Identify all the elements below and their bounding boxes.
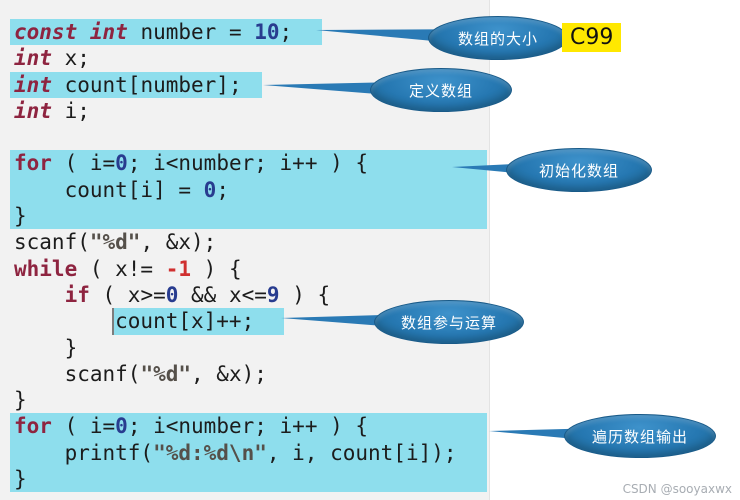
- code-text: }: [14, 467, 27, 492]
- code-block: const int number = 10;int x;int count[nu…: [0, 19, 489, 493]
- code-text: int x;: [14, 46, 90, 71]
- code-line: const int number = 10;: [0, 19, 489, 46]
- line-highlight: [10, 466, 487, 493]
- code-line: scanf("%d", &x);: [0, 361, 489, 387]
- callout-init-array: 初始化数组: [506, 148, 652, 192]
- code-text: scanf("%d", &x);: [14, 361, 267, 386]
- line-highlight: [10, 176, 487, 204]
- code-line: scanf("%d", &x);: [0, 229, 489, 255]
- code-text: scanf("%d", &x);: [14, 230, 217, 255]
- line-highlight: [10, 71, 262, 98]
- code-text: for ( i=0; i<number; i++ ) {: [14, 414, 369, 439]
- code-line: int count[number];: [0, 71, 489, 98]
- code-text: for ( i=0; i<number; i++ ) {: [14, 151, 369, 176]
- code-text: }: [14, 204, 27, 229]
- line-highlight: [112, 308, 284, 335]
- code-line: int x;: [0, 45, 489, 71]
- code-line: [0, 124, 489, 150]
- line-highlight: [10, 150, 487, 177]
- code-text: printf("%d:%d\n", i, count[i]);: [14, 440, 457, 465]
- c99-badge: C99: [562, 23, 622, 52]
- code-text: count[x]++;: [14, 309, 255, 334]
- code-line: for ( i=0; i<number; i++ ) {: [0, 413, 489, 440]
- code-line: count[x]++;: [0, 308, 489, 335]
- code-line: for ( i=0; i<number; i++ ) {: [0, 150, 489, 177]
- code-line: }: [0, 203, 489, 230]
- watermark: CSDN @sooyaxwx: [622, 482, 732, 496]
- code-text: int count[number];: [14, 72, 242, 97]
- code-line: while ( x!= -1 ) {: [0, 256, 489, 282]
- code-line: count[i] = 0;: [0, 176, 489, 204]
- code-text: while ( x!= -1 ) {: [14, 256, 242, 281]
- line-highlight: [10, 439, 487, 467]
- code-line: if ( x>=0 && x<=9 ) {: [0, 282, 489, 308]
- code-text: const int number = 10;: [14, 20, 293, 44]
- code-line: int i;: [0, 98, 489, 124]
- code-text: [0, 125, 14, 149]
- code-line: printf("%d:%d\n", i, count[i]);: [0, 439, 489, 467]
- code-text: }: [14, 388, 27, 413]
- callout-traverse-output: 遍历数组输出: [564, 414, 716, 458]
- code-line: }: [0, 466, 489, 493]
- callout-arrow-traverse-output: [489, 427, 640, 445]
- code-text: }: [14, 335, 78, 360]
- code-text: if ( x>=0 && x<=9 ) {: [64, 282, 331, 307]
- code-line: }: [0, 387, 489, 413]
- code-text: int i;: [14, 98, 90, 123]
- code-text: count[i] = 0;: [14, 177, 229, 202]
- code-line: }: [0, 335, 489, 361]
- line-highlight: [10, 203, 487, 230]
- line-highlight: [10, 413, 487, 440]
- line-highlight: [10, 19, 322, 46]
